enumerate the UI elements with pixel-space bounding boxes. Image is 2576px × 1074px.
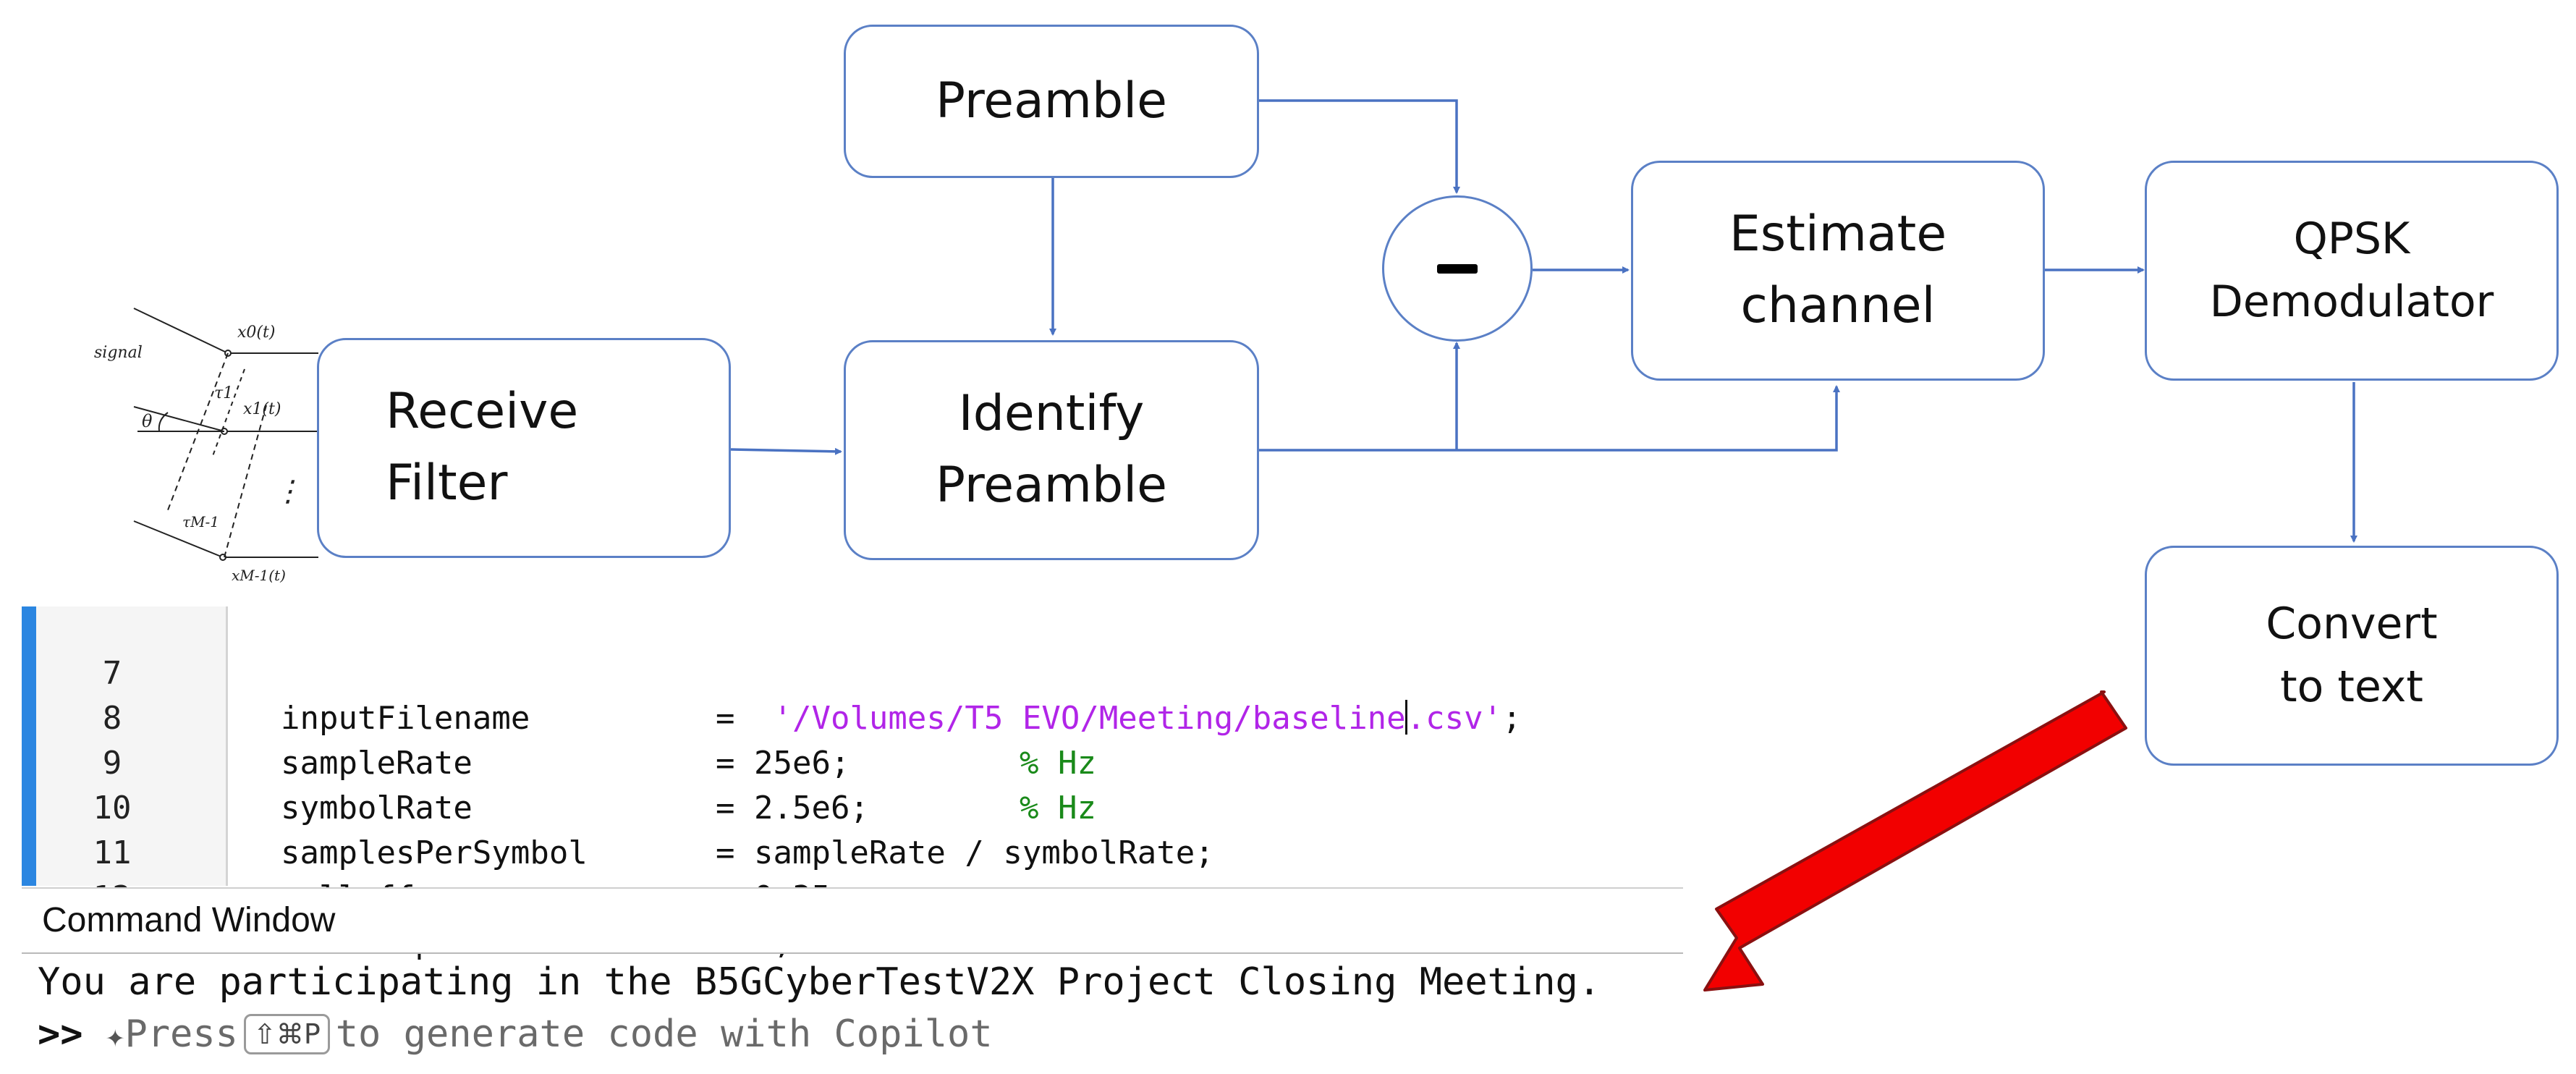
- xM-label: xM-1(t): [232, 567, 286, 584]
- hint-prefix: Press: [124, 1012, 238, 1056]
- red-arrow: [1703, 690, 2127, 991]
- identify-preamble-label: Identify Preamble: [936, 385, 1167, 514]
- qpsk-demodulator-box: QPSK Demodulator: [2145, 161, 2559, 381]
- code-line-12[interactable]: 12 filterSpan= 6;: [36, 831, 1679, 961]
- comment: % Hz: [1020, 790, 1096, 826]
- tauM-label: τM-1: [182, 513, 219, 530]
- variable-name: symbolRate: [281, 790, 473, 826]
- value: 25e6;: [753, 745, 850, 782]
- command-window-title: Command Window: [42, 901, 336, 939]
- line-number: 8: [102, 700, 122, 737]
- command-window-header[interactable]: Command Window: [22, 887, 1683, 954]
- variable-name: samplesPerSymbol: [281, 834, 588, 871]
- code-line-9[interactable]: 9 symbolRate = 2.5e6; % Hz: [36, 696, 1679, 826]
- line-number: 11: [93, 834, 132, 871]
- value: 2.5e6;: [753, 790, 869, 826]
- estimate-channel-box: Estimate channel: [1631, 161, 2045, 381]
- shortcut-key: ⇧⌘P: [243, 1014, 330, 1054]
- value: sampleRate / symbolRate;: [753, 834, 1214, 871]
- line-number: 7: [102, 655, 122, 692]
- assignment: =: [716, 745, 754, 782]
- variable-name: sampleRate: [281, 745, 473, 782]
- code-line-10[interactable]: 10 samplesPerSymbol = sampleRate / symbol…: [36, 741, 1679, 871]
- command-output: You are participating in the B5GCyberTes…: [38, 960, 1601, 1004]
- tau1-label: τ1: [214, 384, 233, 402]
- code-line-11[interactable]: 11 rolloff= 0.35;: [36, 786, 1679, 916]
- string-literal-end: .csv': [1406, 700, 1503, 737]
- estimate-channel-label: Estimate channel: [1729, 206, 1947, 334]
- comment: % Hz: [1020, 745, 1096, 782]
- antenna-array-figure: signal θ τ1 τM-1 x0(t) x1(t) xM-1(t) ⋮: [94, 308, 318, 584]
- text-cursor: [1404, 700, 1407, 735]
- x0-label: x0(t): [237, 324, 275, 342]
- theta-label: θ: [142, 411, 153, 431]
- signal-label: signal: [94, 344, 143, 362]
- code-editor[interactable]: 7 inputFilename = '/Volumes/T5 EVO/Meetin…: [22, 606, 1683, 961]
- assignment: =: [716, 700, 774, 737]
- code-line-8[interactable]: 8 sampleRate = 25e6; % Hz: [36, 651, 1679, 782]
- editor-accent-bar: [22, 606, 36, 886]
- receive-filter-box: Receive Filter: [317, 338, 731, 558]
- variable-name: inputFilename: [281, 700, 530, 737]
- convert-to-text-label: Convert to text: [2266, 599, 2438, 712]
- preamble-box: Preamble: [844, 25, 1259, 178]
- qpsk-demodulator-label: QPSK Demodulator: [2209, 213, 2494, 327]
- prompt-symbol: >>: [38, 1012, 83, 1056]
- ellipsis-label: ⋮: [274, 475, 302, 508]
- minus-sign: [1437, 264, 1478, 274]
- copilot-sparkle-icon: ✦: [105, 1018, 125, 1054]
- identify-preamble-box: Identify Preamble: [844, 340, 1259, 560]
- assignment: =: [716, 834, 754, 871]
- command-window[interactable]: You are participating in the B5GCyberTes…: [22, 954, 1683, 1074]
- line-number-gutter: [36, 606, 228, 886]
- code-line-7[interactable]: 7 inputFilename = '/Volumes/T5 EVO/Meetin…: [36, 606, 1679, 737]
- line-number: 10: [93, 790, 132, 826]
- string-literal: '/Volumes/T5 EVO/Meeting/baseline: [773, 700, 1406, 737]
- x1-label: x1(t): [243, 400, 281, 418]
- hint-suffix: to generate code with Copilot: [335, 1012, 993, 1056]
- subtract-node: [1382, 195, 1533, 342]
- preamble-label: Preamble: [936, 72, 1167, 130]
- line-number: 9: [102, 745, 122, 782]
- convert-to-text-box: Convert to text: [2145, 546, 2559, 766]
- assignment: =: [716, 790, 754, 826]
- receive-filter-label: Receive Filter: [386, 383, 579, 512]
- statement-end: ;: [1502, 700, 1522, 737]
